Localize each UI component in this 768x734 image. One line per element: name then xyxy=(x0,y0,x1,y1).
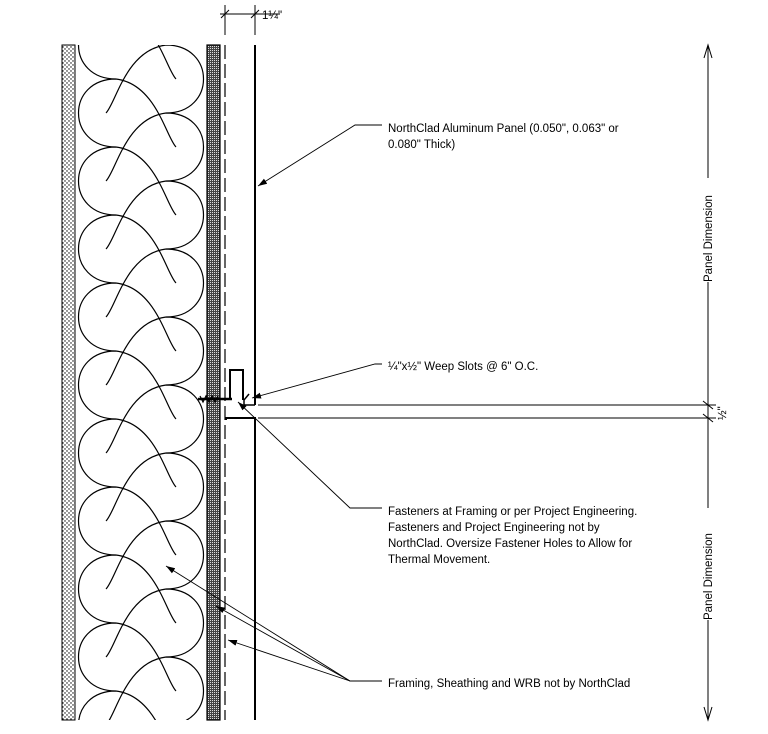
weep-slot-callout: ¼"x½" Weep Slots @ 6" O.C. xyxy=(388,361,538,373)
sheathing xyxy=(206,44,221,721)
insulation-batt xyxy=(78,45,204,720)
panel-dimension-lower: Panel Dimension xyxy=(703,533,715,620)
joint-gap-label: ½" xyxy=(717,406,729,420)
fasteners-callout: Fasteners at Framing or per Project Engi… xyxy=(388,506,641,566)
gypsum-board xyxy=(61,44,76,721)
aluminum-panel-lower xyxy=(225,417,256,720)
panel-dimension-line xyxy=(702,43,714,722)
panel-dimension-upper: Panel Dimension xyxy=(703,195,715,282)
insulation-loops xyxy=(78,45,204,720)
air-gap-label: 1¼" xyxy=(262,10,282,22)
fastener xyxy=(198,394,232,404)
leader-lines xyxy=(165,124,382,682)
framing-callout: Framing, Sheathing and WRB not by NorthC… xyxy=(388,678,630,690)
air-gap-dimension xyxy=(220,5,280,35)
panel-callout: NorthClad Aluminum Panel (0.050", 0.063"… xyxy=(388,123,622,151)
aluminum-panel-upper xyxy=(229,45,256,406)
